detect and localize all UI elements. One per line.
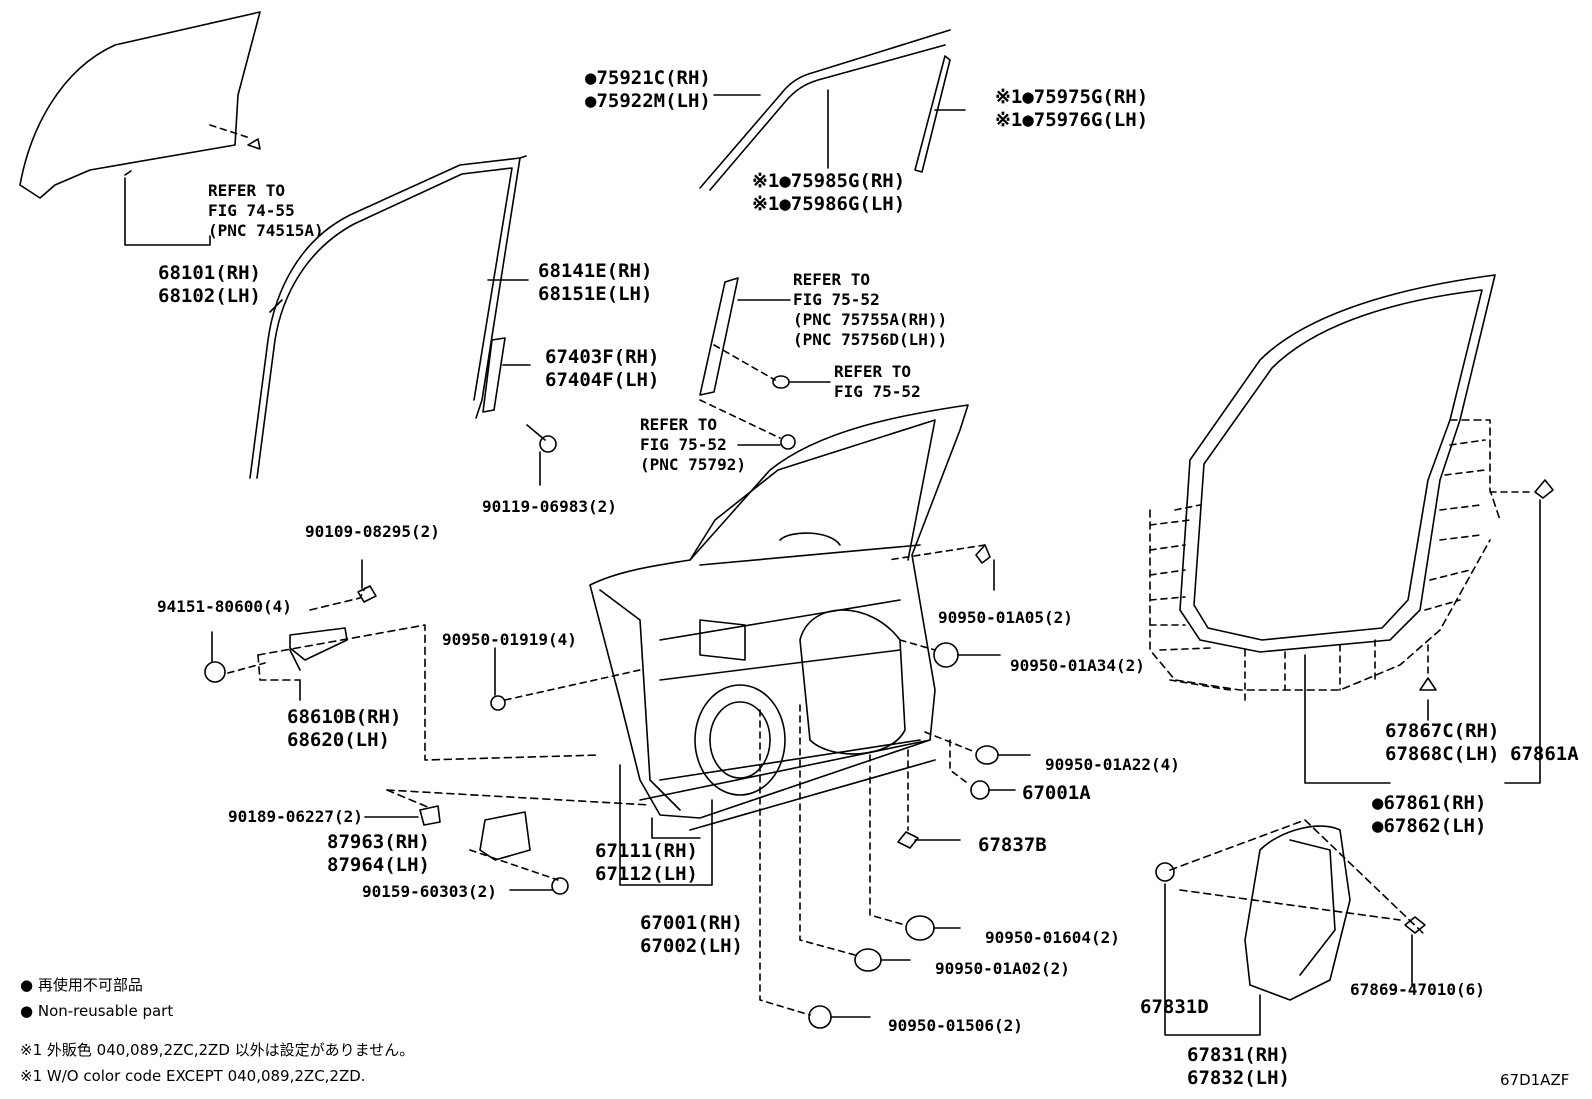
pillar-garnish-part (699, 277, 831, 450)
label-service-hole-cover: 67831D (1140, 996, 1209, 1018)
note-color-code-jp: ※1 外販色 040,089,2ZC,2ZD 以外は設定がありません。 (20, 1041, 415, 1059)
label-plug-01a22: 90950-01A22(4) (1045, 755, 1180, 774)
label-nut-94151: 94151-80600(4) (157, 597, 292, 616)
label-clip-67861a: 67861A (1510, 743, 1579, 765)
label-plug-01a05: 90950-01A05(2) (938, 608, 1073, 627)
door-check-part (204, 559, 601, 761)
bolt-90119-part (526, 424, 557, 486)
label-screw-90189: 90189-06227(2) (228, 807, 363, 826)
figure-code: 67D1AZF (1500, 1071, 1570, 1089)
label-glass: 68101(RH)68102(LH) (158, 262, 261, 307)
label-bolt-90119: 90119-06983(2) (482, 497, 617, 516)
label-plug-01919: 90950-01919(4) (442, 630, 577, 649)
label-door-assy: 67001(RH)67002(LH) (640, 912, 743, 957)
label-door-panel: 67111(RH)67112(LH) (595, 840, 698, 885)
outer-moulding-part (699, 29, 951, 191)
label-rear-moulding: ※1●75975G(RH)※1●75976G(LH) (995, 86, 1149, 131)
label-service-hole-assy: 67831(RH)67832(LH) (1187, 1044, 1290, 1089)
run-channel-part (249, 155, 529, 479)
service-hole-cover-part (1155, 819, 1426, 1036)
label-outer-moulding: ●75921C(RH)●75922M(LH) (585, 67, 711, 112)
channel-sub-part (482, 337, 531, 413)
label-weatherstrip: ●67861(RH)●67862(LH) (1372, 792, 1487, 837)
note-color-code-en: ※1 W/O color code EXCEPT 040,089,2ZC,2ZD… (20, 1067, 366, 1085)
cover-part (364, 789, 651, 895)
label-plug-01604: 90950-01604(2) (985, 928, 1120, 947)
label-bolt-90109: 90109-08295(2) (305, 522, 440, 541)
label-screw-90159: 90159-60303(2) (362, 882, 497, 901)
label-run-channel: 68141E(RH)68151E(LH) (538, 260, 653, 305)
door-leaders (619, 764, 713, 886)
label-channel-sub: 67403F(RH)67404F(LH) (545, 346, 660, 391)
label-clip-67869: 67869-47010(6) (1350, 980, 1485, 999)
label-cover: 87963(RH)87964(LH) (327, 831, 430, 876)
door-panel-part (589, 404, 969, 831)
legend-non-reusable-en: ● Non-reusable part (20, 1002, 174, 1020)
label-clip-67867: 67867C(RH)67868C(LH) (1385, 720, 1500, 765)
label-plug-01a02: 90950-01A02(2) (935, 959, 1070, 978)
label-cushion-67001a: 67001A (1022, 782, 1091, 804)
rear-moulding-part (914, 55, 966, 173)
legend-non-reusable-jp: ● 再使用不可部品 (20, 976, 143, 994)
door-glass-part (19, 11, 261, 246)
label-door-check: 68610B(RH)68620(LH) (287, 706, 402, 751)
label-clip-67837b: 67837B (978, 834, 1047, 856)
fastener-symbols (490, 544, 1031, 1029)
label-plug-01a34: 90950-01A34(2) (1010, 656, 1145, 675)
label-frame-moulding: ※1●75985G(RH)※1●75986G(LH) (752, 170, 906, 215)
label-plug-01506: 90950-01506(2) (888, 1016, 1023, 1035)
weatherstrip-part (1149, 274, 1554, 784)
